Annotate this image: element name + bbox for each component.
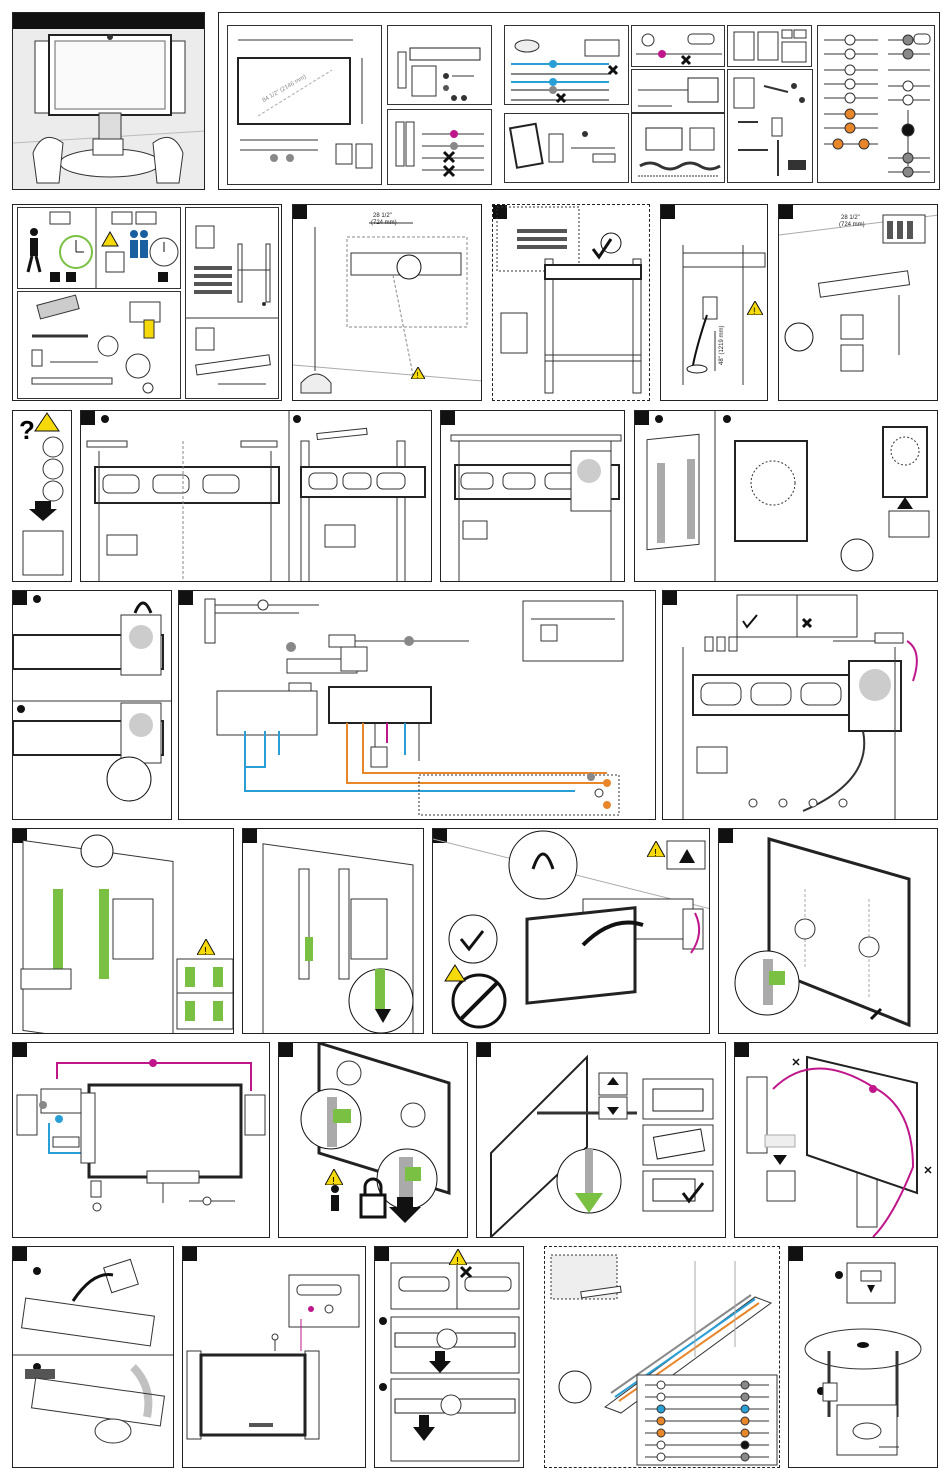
- personnel-box: [17, 207, 181, 289]
- step-26-cable-tray: [544, 1246, 780, 1468]
- step-18-lower-display: [718, 828, 938, 1034]
- arrow-icon: [29, 501, 57, 521]
- warning-icon: !: [449, 1249, 467, 1265]
- svg-text:!: !: [332, 1176, 335, 1185]
- step-15-brackets: !: [12, 828, 234, 1034]
- speaker-cable-box: [387, 109, 492, 185]
- tools-box: [17, 291, 181, 399]
- question-icon: ?: [19, 415, 35, 445]
- step-14-cable-routing: [662, 590, 938, 820]
- svg-text:!: !: [204, 946, 207, 955]
- step-16-secure-brackets: [242, 828, 424, 1034]
- power-supply-box: [631, 69, 725, 113]
- svg-text:!: !: [654, 848, 657, 857]
- step-27-table-hub: [788, 1246, 938, 1468]
- lock-icon: [361, 1179, 385, 1217]
- warning-icon: !: [325, 1169, 343, 1185]
- tablet-box: [504, 113, 629, 183]
- caution-panel: ?: [12, 410, 72, 582]
- width-measurement-mm: (724 mm): [371, 220, 397, 227]
- step-25-camera-position: !: [374, 1246, 524, 1468]
- person-icon: [28, 228, 40, 272]
- hub-cables-box: [504, 25, 629, 105]
- warning-icon: !: [747, 301, 763, 315]
- display-box: 84 1/2" (2146 mm): [227, 25, 382, 185]
- step-24-camera-connect: [182, 1246, 366, 1468]
- room-overview-panel: [12, 12, 205, 190]
- warning-icon: !: [647, 841, 665, 857]
- svg-text:!: !: [456, 1256, 459, 1265]
- bracket-width-measurement: 28 1/2": [841, 215, 860, 222]
- warning-icon: !: [197, 939, 215, 955]
- frame-parts-box: [185, 207, 279, 399]
- hardware-box: [727, 69, 813, 183]
- documents-box: [727, 25, 812, 67]
- step-20-lock-brackets: !: [278, 1042, 468, 1238]
- step-19-display-connections: [12, 1042, 270, 1238]
- cross-icon: [793, 1059, 799, 1065]
- step-21-level-adjustment: [476, 1042, 726, 1238]
- cable-legend-box: [817, 25, 935, 183]
- step-12-speaker-rail: [12, 590, 172, 820]
- computer-box: [631, 113, 725, 183]
- package-contents-panel: 84 1/2" (2146 mm): [218, 12, 940, 190]
- step-22-speaker-cables: [734, 1042, 938, 1238]
- step-9-bracket-rail: [80, 410, 432, 582]
- svg-text:!: !: [753, 306, 756, 315]
- wall-mount-box: [387, 25, 492, 105]
- step-13-wiring-diagram: [178, 590, 656, 820]
- step-7-electrical: 48" (1219 mm) !: [660, 204, 768, 401]
- preparation-panel: [12, 204, 282, 401]
- svg-text:!: !: [417, 371, 419, 379]
- room-illustration: [13, 13, 205, 190]
- step-11-speaker-module: [634, 410, 938, 582]
- step-17-hang-display: !: [432, 828, 710, 1034]
- warning-icon: !: [411, 367, 425, 379]
- outlet-height-measurement: 48" (1219 mm): [719, 326, 726, 365]
- step-8-mount-bracket: 28 1/2" (724 mm): [778, 204, 938, 401]
- width-measurement: 28 1/2": [373, 213, 392, 220]
- step-10-power-box: [440, 410, 625, 582]
- step-5-wall-layout: 28 1/2" (724 mm) !: [292, 204, 482, 401]
- step-6-frame-assembly: [492, 204, 650, 401]
- step-23-camera-mount: [12, 1246, 174, 1468]
- bracket-width-measurement-mm: (724 mm): [839, 222, 865, 229]
- camera-box: [631, 25, 725, 67]
